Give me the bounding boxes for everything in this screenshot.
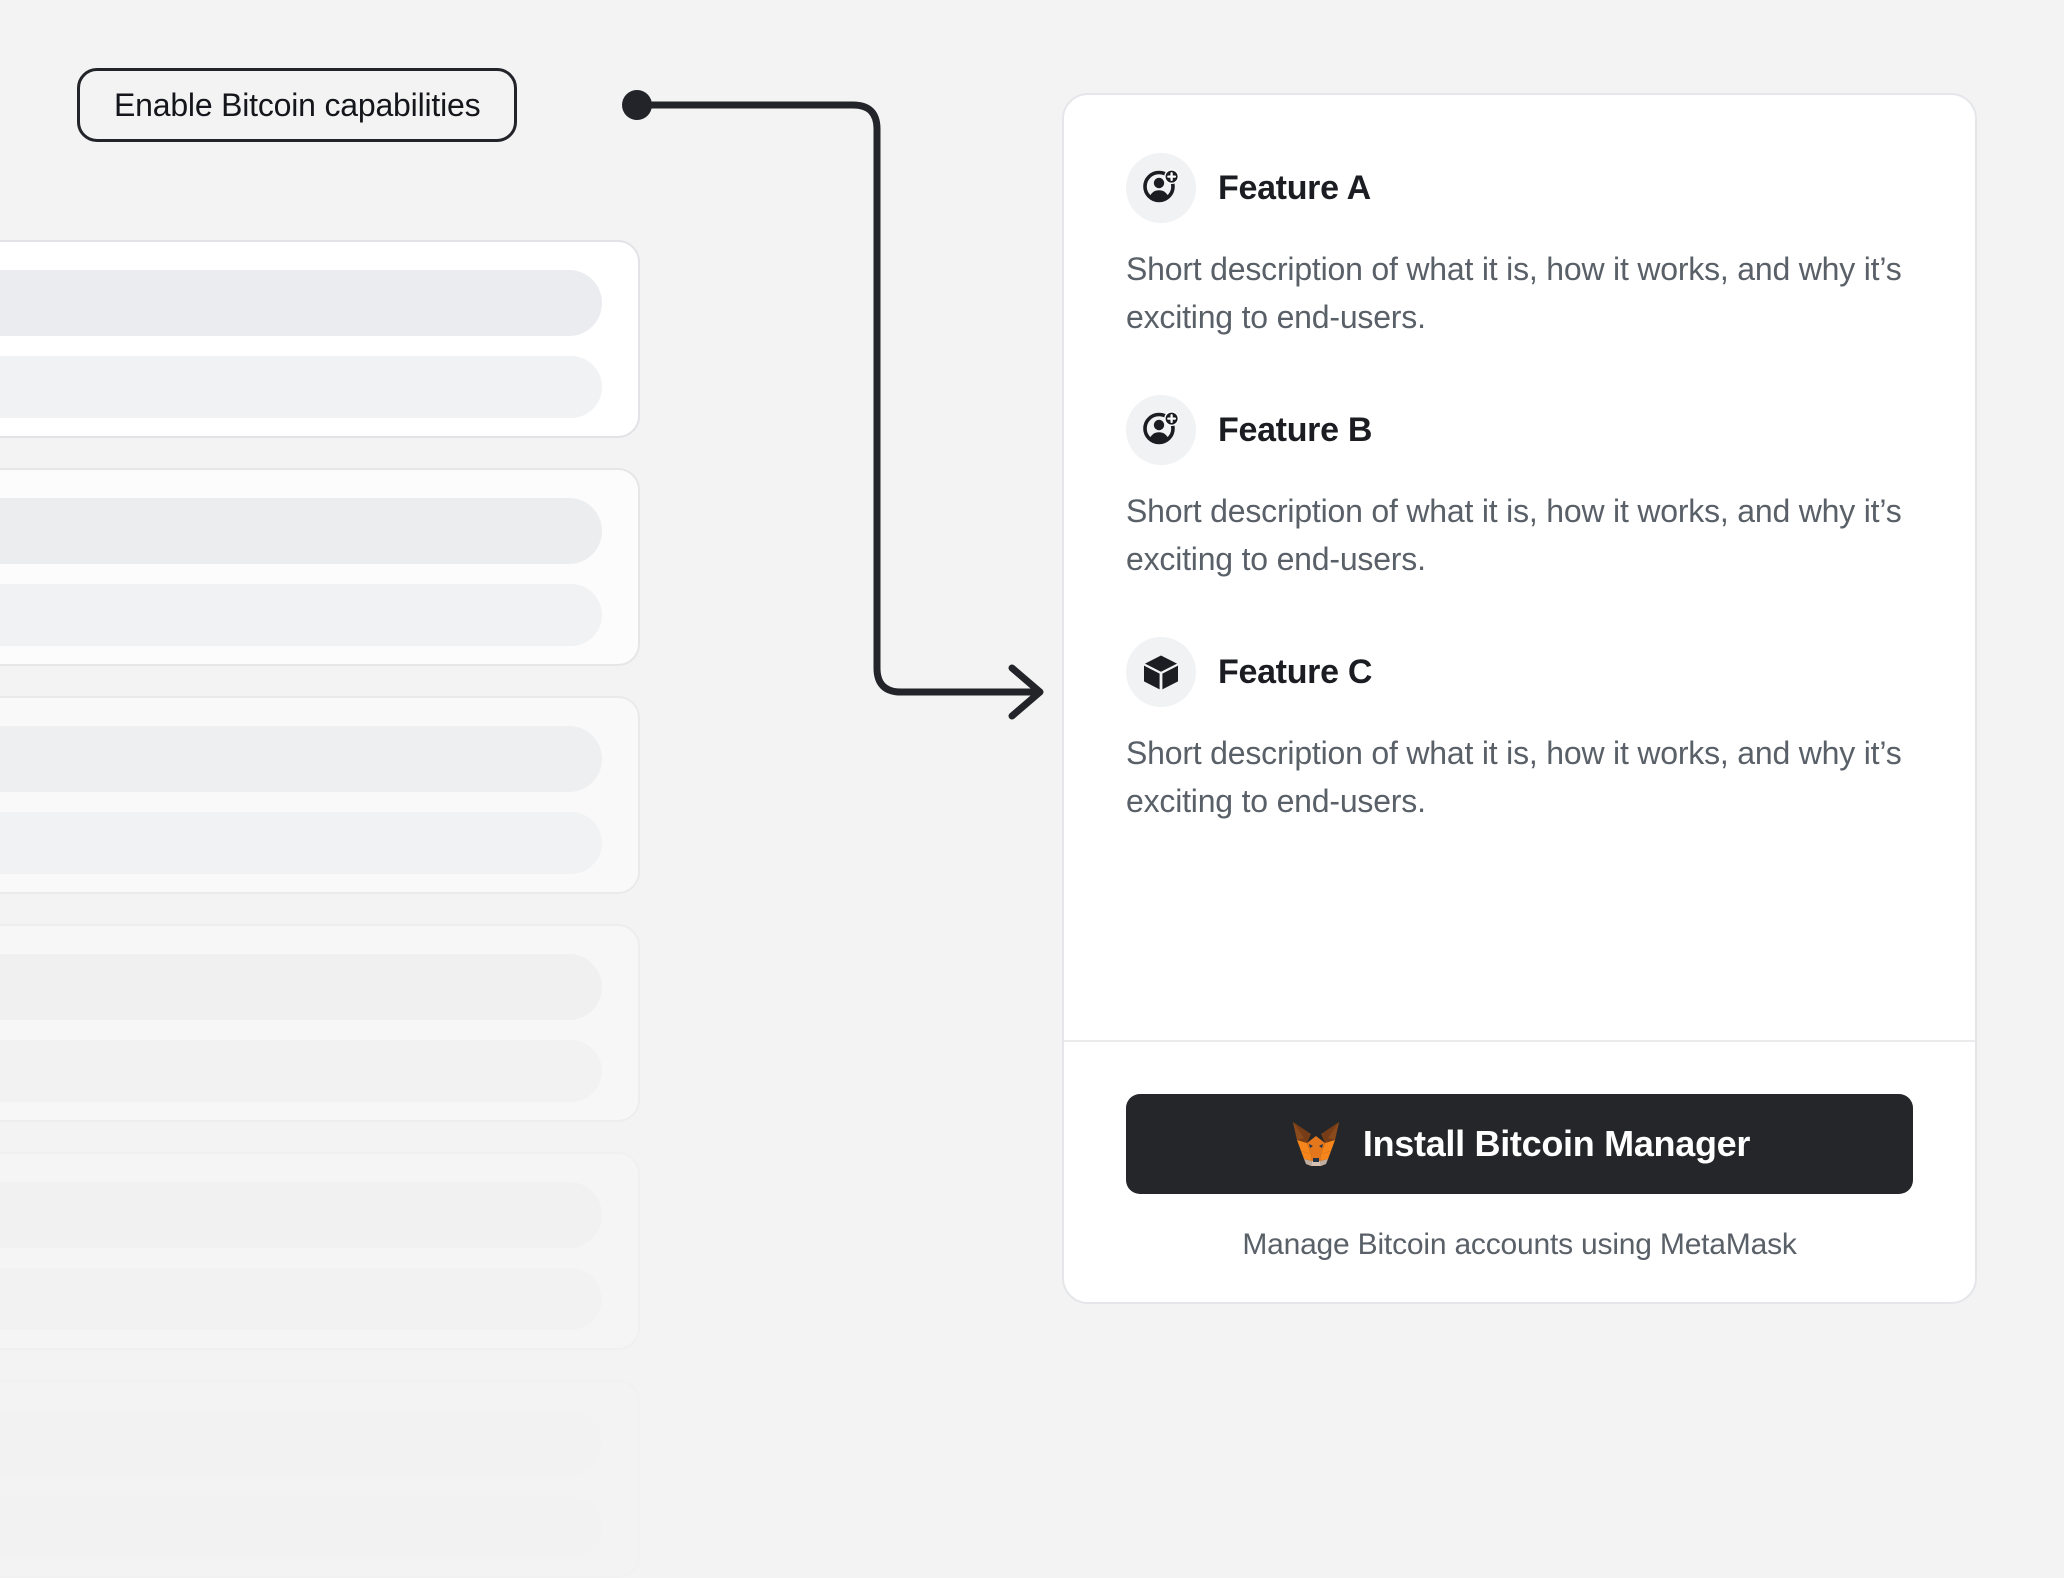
skeleton-bar: [0, 954, 602, 1020]
skeleton-card: [0, 1380, 640, 1578]
feature-description: Short description of what it is, how it …: [1126, 493, 1902, 577]
feature-item: Feature A Short description of what it i…: [1126, 153, 1913, 341]
skeleton-bar: [0, 1496, 602, 1558]
annotation-callout: Enable Bitcoin capabilities: [77, 68, 518, 142]
skeleton-card: [0, 1152, 640, 1350]
skeleton-bar: [0, 1268, 602, 1330]
install-bitcoin-manager-button[interactable]: Install Bitcoin Manager: [1126, 1094, 1913, 1194]
feature-item: Feature B Short description of what it i…: [1126, 395, 1913, 583]
annotation-connector-arrow: [622, 90, 1044, 720]
feature-title: Feature A: [1218, 168, 1371, 207]
cube-icon: [1126, 637, 1196, 707]
skeleton-bar: [0, 726, 602, 792]
install-button-label: Install Bitcoin Manager: [1362, 1123, 1751, 1164]
feature-description: Short description of what it is, how it …: [1126, 251, 1902, 335]
footer-caption: Manage Bitcoin accounts using MetaMask: [1242, 1228, 1797, 1261]
user-add-icon: [1126, 153, 1196, 223]
skeleton-bar: [0, 1410, 602, 1476]
background-skeleton-list: [0, 240, 640, 1578]
card-footer: Install Bitcoin Manager Manage Bitcoin a…: [1064, 1040, 1975, 1302]
feature-title: Feature B: [1218, 410, 1373, 449]
feature-list: Feature A Short description of what it i…: [1064, 95, 1975, 1040]
skeleton-bar: [0, 270, 602, 336]
feature-item: Feature C Short description of what it i…: [1126, 637, 1913, 825]
metamask-fox-icon: [1289, 1118, 1343, 1170]
skeleton-bar: [0, 584, 602, 646]
feature-description: Short description of what it is, how it …: [1126, 735, 1902, 819]
feature-title: Feature C: [1218, 652, 1373, 691]
skeleton-card: [0, 468, 640, 666]
connector-path: [633, 101, 1040, 696]
skeleton-bar: [0, 812, 602, 874]
feature-header: Feature B: [1126, 395, 1913, 465]
skeleton-bar: [0, 356, 602, 418]
feature-card: Feature A Short description of what it i…: [1062, 93, 1977, 1304]
skeleton-bar: [0, 1040, 602, 1102]
connector-arrowhead: [1008, 664, 1044, 720]
user-add-icon: [1126, 395, 1196, 465]
skeleton-card: [0, 696, 640, 894]
feature-header: Feature A: [1126, 153, 1913, 223]
annotation-label: Enable Bitcoin capabilities: [114, 86, 481, 123]
skeleton-card: [0, 924, 640, 1122]
feature-header: Feature C: [1126, 637, 1913, 707]
skeleton-bar: [0, 1182, 602, 1248]
skeleton-card: [0, 240, 640, 438]
skeleton-bar: [0, 498, 602, 564]
